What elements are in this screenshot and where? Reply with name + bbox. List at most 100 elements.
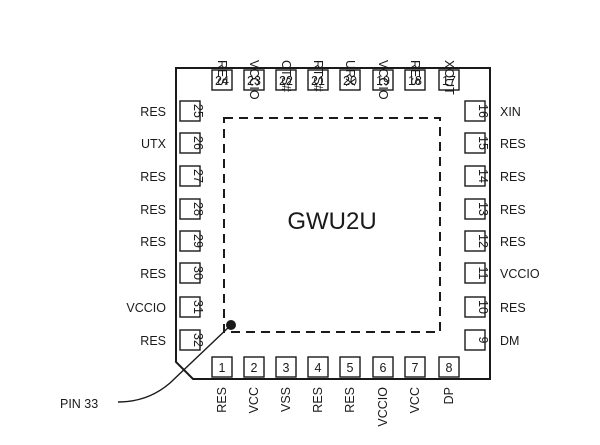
pin-number: 17	[442, 74, 456, 88]
pin-pad	[243, 69, 265, 91]
pin-label: RES	[215, 387, 229, 413]
pin-label: RES	[408, 60, 422, 86]
pin-label: DP	[442, 387, 456, 404]
pin-label: RES	[343, 387, 357, 413]
pin-label: RTS#	[311, 60, 325, 92]
pin-label: RES	[140, 105, 166, 119]
pin-pad	[404, 356, 426, 378]
pin-number: 14	[476, 169, 490, 183]
pin-number: 27	[191, 169, 205, 183]
pin-number: 13	[476, 202, 490, 216]
pin-pad	[179, 165, 201, 187]
pin-number: 1	[219, 361, 226, 375]
pin-label: XOUT	[442, 60, 456, 95]
pin-number: 31	[191, 300, 205, 314]
pin-pad	[464, 329, 486, 351]
pin-label: VCC	[408, 387, 422, 413]
pin-label: RES	[140, 267, 166, 281]
pin-pad	[404, 69, 426, 91]
pin-pad	[179, 296, 201, 318]
pin-number: 21	[311, 74, 325, 88]
pin-28: 28 RES	[140, 198, 205, 220]
pin-9: 9 DM	[464, 329, 519, 351]
pin-label: RES	[500, 301, 526, 315]
pin-number: 26	[191, 136, 205, 150]
pin-pad	[464, 165, 486, 187]
pin-number: 8	[446, 361, 453, 375]
pin-pad	[243, 356, 265, 378]
pin-pad	[464, 296, 486, 318]
pin-pad	[372, 69, 394, 91]
pin-pad	[464, 100, 486, 122]
exposed-pad-outline	[223, 117, 441, 333]
pins-group: 1RES2VCC3VSS4RES5RES6VCCIO7VCC8DP17XOUT1…	[126, 60, 539, 427]
pin-label: DM	[500, 334, 519, 348]
pin-label: RES	[140, 235, 166, 249]
pin-number: 24	[215, 74, 229, 88]
pin-pad	[438, 356, 460, 378]
pin-pad	[179, 100, 201, 122]
pin-number: 25	[191, 104, 205, 118]
pin-pad	[275, 356, 297, 378]
pin-label: VCCIO	[500, 267, 540, 281]
pin-label: RES	[311, 387, 325, 413]
pin-pad	[339, 69, 361, 91]
pin-pad	[275, 69, 297, 91]
pin-label: VCCIO	[376, 60, 390, 100]
pin-pad	[464, 262, 486, 284]
pin-label: RES	[500, 235, 526, 249]
pin-number: 5	[347, 361, 354, 375]
pin-number: 3	[283, 361, 290, 375]
pin-label: VCCIO	[247, 60, 261, 100]
package-body	[175, 67, 491, 380]
pin-number: 4	[315, 361, 322, 375]
chip-name: GWU2U	[287, 208, 376, 235]
pin-number: 20	[343, 74, 357, 88]
pin-number: 28	[191, 202, 205, 216]
pin-label: VCCIO	[126, 301, 166, 315]
pin-number: 6	[380, 361, 387, 375]
pin-label: RES	[500, 170, 526, 184]
pin-number: 30	[191, 266, 205, 280]
pin-number: 15	[476, 136, 490, 150]
pin-pad	[438, 69, 460, 91]
pin-25: 25 RES	[140, 100, 205, 122]
pin-number: 9	[476, 337, 490, 344]
pin-pad	[179, 198, 201, 220]
pin-pad	[179, 329, 201, 351]
pin-number: 16	[476, 104, 490, 118]
pin-label: VCC	[247, 387, 261, 413]
pin-8: 8DP	[438, 356, 460, 404]
pin33-callout: PIN 33	[60, 397, 98, 411]
pin-pad	[211, 356, 233, 378]
pin-label: RES	[140, 203, 166, 217]
pin-label: RES	[215, 60, 229, 86]
pin-pad	[339, 356, 361, 378]
pin-number: 2	[251, 361, 258, 375]
pin-number: 19	[376, 74, 390, 88]
pin-label: URX	[343, 60, 357, 87]
pin-label: RES	[140, 334, 166, 348]
pin-14: 14 RES	[464, 165, 526, 187]
pin-pad	[307, 69, 329, 91]
pin-number: 29	[191, 234, 205, 248]
